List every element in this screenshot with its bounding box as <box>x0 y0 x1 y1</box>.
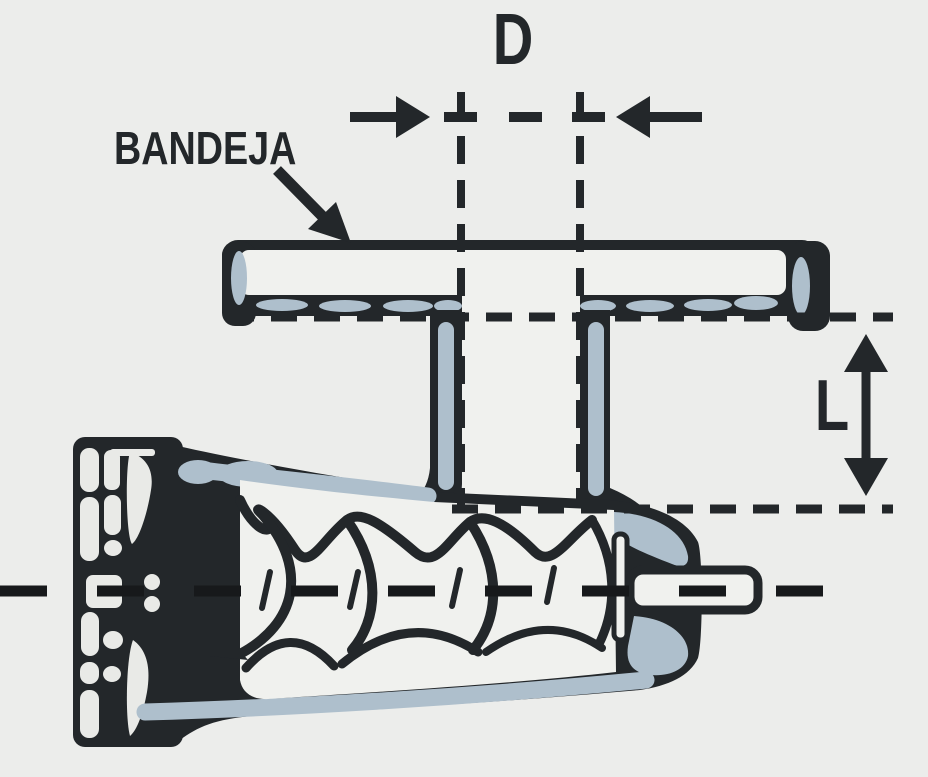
l-arrow-up-head-icon <box>844 334 888 372</box>
feed-tube <box>416 294 650 527</box>
auger-bottom-arc-1 <box>241 638 339 673</box>
auger-tick-2 <box>347 569 361 610</box>
auger-bottom-arc-2 <box>337 628 483 669</box>
auger-screw <box>235 495 617 673</box>
tray-left-rim-highlight <box>231 251 247 305</box>
feed-tube-right-wall-core <box>588 322 604 496</box>
feed-tube-left-wall-core <box>438 322 454 490</box>
auger-flight-1 <box>235 509 297 659</box>
dimension-annotations <box>0 92 893 597</box>
tray-right-rim-highlight <box>792 257 810 315</box>
tray-underside-highlights <box>256 296 778 312</box>
auger-bottom-arc-3 <box>482 626 606 656</box>
tray <box>222 240 830 331</box>
l-dimension-arrow <box>844 334 888 496</box>
d-arrow-right-head-icon <box>616 96 650 138</box>
d-arrow-left-head-icon <box>396 96 430 138</box>
auger-tick-4 <box>544 565 557 605</box>
diameter-dimension-label: D <box>492 0 534 80</box>
tray-label: BANDEJA <box>114 122 297 174</box>
tray-leader-arrow <box>273 166 351 243</box>
tray-interior <box>240 250 786 295</box>
auger-tick-3 <box>449 567 463 609</box>
tray-leader-line <box>273 166 334 228</box>
feed-tube-interior <box>462 294 580 510</box>
auger-flight-2 <box>342 515 378 655</box>
body-highlights <box>136 460 689 721</box>
auger-tick-1 <box>259 569 273 611</box>
auger-flight-arrowhead <box>210 632 248 660</box>
l-arrow-down-head-icon <box>844 458 888 496</box>
d-dimension-line <box>350 96 702 138</box>
length-dimension-label: L <box>814 366 850 446</box>
tray-leader-arrowhead-icon <box>308 202 351 243</box>
